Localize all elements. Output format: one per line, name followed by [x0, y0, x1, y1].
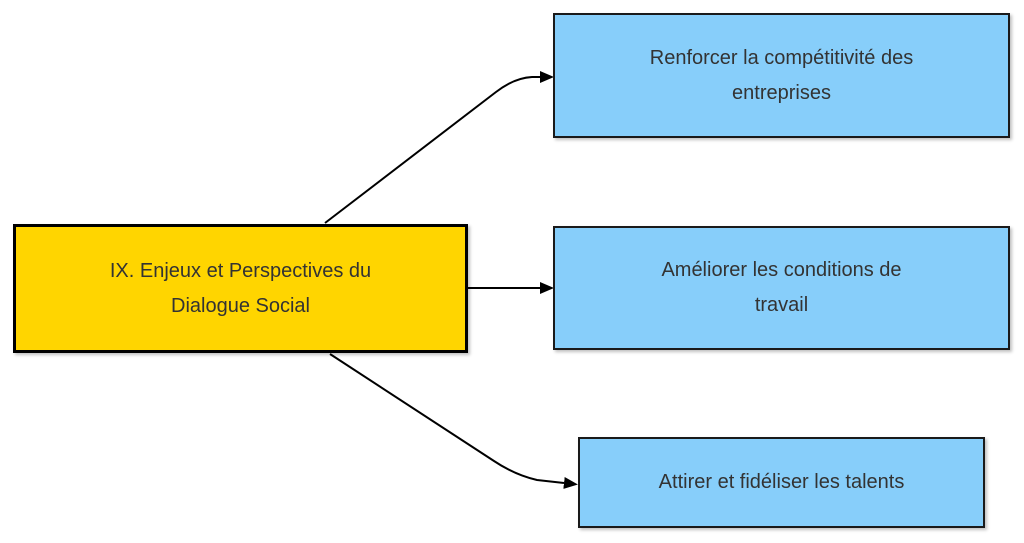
node-enjeux-dialogue-social-label: IX. Enjeux et Perspectives du Dialogue S… — [109, 259, 372, 317]
node-ameliorer-conditions-label: Améliorer les conditions de travail — [661, 259, 902, 316]
node-ameliorer-conditions: Améliorer les conditions de travail — [553, 226, 1010, 350]
arrow-to-talents — [329, 353, 578, 489]
node-attirer-talents-label: Attirer et fidéliser les talents — [658, 471, 905, 493]
arrow-to-competitivite — [324, 71, 554, 224]
node-renforcer-competitivite-label: Renforcer la compétitivité des entrepris… — [649, 46, 914, 104]
node-enjeux-dialogue-social: IX. Enjeux et Perspectives du Dialogue S… — [13, 224, 468, 353]
node-attirer-talents: Attirer et fidéliser les talents — [578, 437, 985, 528]
node-renforcer-competitivite: Renforcer la compétitivité des entrepris… — [553, 13, 1010, 138]
